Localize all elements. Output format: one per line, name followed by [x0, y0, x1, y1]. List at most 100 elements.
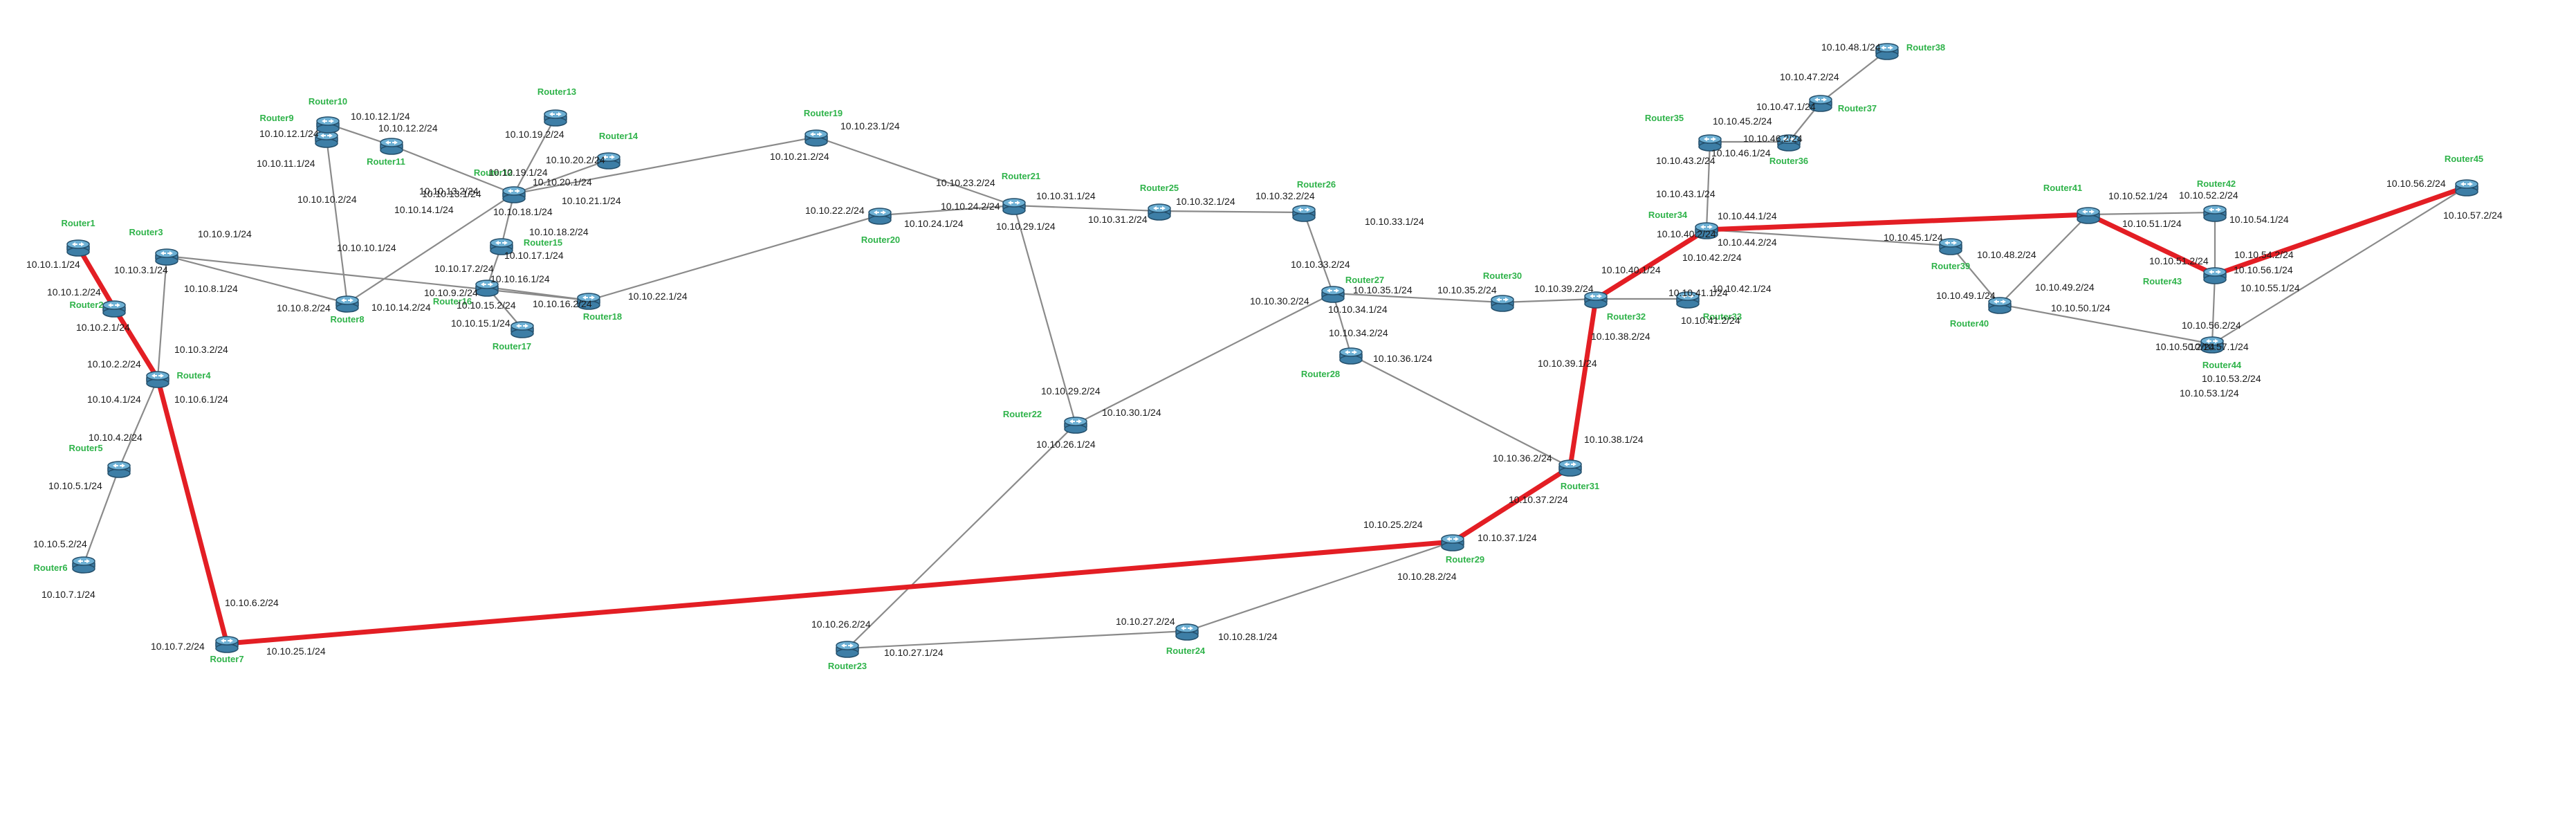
network-link-router21-router25 [1013, 204, 1160, 212]
router-name-label: Router20 [861, 235, 900, 245]
network-link-router5-router6 [82, 468, 120, 565]
router-node-router1[interactable]: Router1 [61, 218, 95, 257]
network-link-router40-router44 [1999, 303, 2213, 345]
network-link-router16-router18 [486, 286, 589, 302]
router-name-label: Router36 [1769, 156, 1808, 166]
router-node-router15[interactable]: Router15 [490, 237, 562, 255]
router-icon [1939, 238, 1962, 255]
router-node-router42[interactable]: Router42 [2197, 179, 2236, 222]
router-node-router28[interactable]: Router28 [1301, 347, 1363, 379]
interface-ip-label: 10.10.29.2/24 [1041, 385, 1101, 396]
router-node-router30[interactable]: Router30 [1483, 271, 1522, 312]
interface-ip-label: 10.10.10.1/24 [337, 242, 396, 253]
router-node-router17[interactable]: Router17 [493, 321, 534, 351]
router-node-router37[interactable]: Router37 [1809, 95, 1877, 113]
router-node-router6[interactable]: Router6 [33, 556, 95, 574]
router-node-router41[interactable]: Router41 [2043, 183, 2100, 224]
router-node-router21[interactable]: Router21 [1002, 171, 1040, 215]
interface-ip-label: 10.10.54.2/24 [2234, 249, 2294, 260]
router-name-label: Router2 [69, 300, 103, 310]
interface-ip-label: 10.10.28.2/24 [1397, 571, 1457, 582]
router-icon [1441, 534, 1464, 551]
network-link-router12-router13 [513, 116, 556, 194]
network-link-router27-router30 [1332, 292, 1503, 304]
highlighted-path-link-router7-router29 [226, 539, 1453, 646]
router-node-router8[interactable]: Router8 [330, 295, 365, 325]
network-link-router22-router23 [847, 423, 1076, 649]
router-node-router22[interactable]: Router22 [1003, 409, 1087, 434]
interface-ip-label: 10.10.33.2/24 [1291, 259, 1350, 270]
interface-ip-label: 10.10.41.1/24 [1668, 287, 1728, 298]
network-link-router12-router14 [513, 158, 609, 195]
router-node-router36[interactable]: Router36 [1769, 134, 1808, 166]
router-node-router45[interactable]: Router45 [2445, 154, 2483, 197]
network-link-router3-router4 [156, 255, 168, 379]
router-node-router16[interactable]: Router16 [433, 280, 499, 307]
interface-ip-label: 10.10.43.1/24 [1656, 188, 1715, 199]
router-name-label: Router6 [33, 563, 67, 573]
router-node-router5[interactable]: Router5 [68, 443, 131, 478]
router-node-router32[interactable]: Router32 [1584, 291, 1646, 322]
interface-ip-label: 10.10.14.1/24 [394, 204, 454, 215]
router-icon [1002, 198, 1026, 215]
router-node-router10[interactable]: Router10 [309, 96, 347, 134]
network-link-router30-router32 [1502, 298, 1597, 304]
interface-ip-label: 10.10.26.2/24 [811, 619, 871, 630]
interface-ip-label: 10.10.8.1/24 [184, 283, 238, 294]
router-icon [155, 248, 178, 266]
router-node-router20[interactable]: Router20 [861, 208, 900, 245]
router-node-router27[interactable]: Router27 [1321, 275, 1384, 303]
router-node-router44[interactable]: Router44 [2200, 336, 2242, 370]
router-node-router3[interactable]: Router3 [129, 227, 178, 266]
network-link-router37-router38 [1820, 50, 1888, 103]
router-node-router31[interactable]: Router31 [1558, 459, 1599, 491]
router-node-router40[interactable]: Router40 [1950, 297, 2012, 329]
router-node-router13[interactable]: Router13 [537, 86, 576, 127]
router-name-label: Router13 [537, 86, 576, 97]
router-node-router39[interactable]: Router39 [1931, 238, 1970, 271]
interface-ip-label: 10.10.32.2/24 [1255, 190, 1315, 201]
highlighted-path-link-router29-router31 [1451, 465, 1572, 544]
interface-ip-label: 10.10.20.1/24 [533, 176, 592, 188]
network-link-router12-router8 [347, 193, 515, 304]
router-node-router19[interactable]: Router19 [804, 108, 843, 147]
router-icon [1321, 286, 1345, 303]
interface-ip-label: 10.10.5.2/24 [33, 538, 87, 549]
network-link-router3-router18 [166, 255, 589, 302]
router-node-router18[interactable]: Router18 [577, 293, 622, 322]
interface-ip-label: 10.10.17.1/24 [504, 250, 564, 261]
router-icon [804, 129, 828, 147]
router-node-router43[interactable]: Router43 [2143, 267, 2227, 286]
router-node-router9[interactable]: Router9 [259, 113, 338, 148]
interface-ip-label: 10.10.47.1/24 [1756, 101, 1816, 112]
router-node-router38[interactable]: Router38 [1875, 42, 1945, 60]
interface-ip-label: 10.10.42.1/24 [1712, 283, 1772, 294]
router-node-router4[interactable]: Router4 [146, 370, 211, 388]
router-name-label: Router7 [210, 654, 243, 664]
router-node-router14[interactable]: Router14 [597, 131, 638, 170]
router-name-label: Router31 [1561, 481, 1599, 491]
router-node-router24[interactable]: Router24 [1166, 623, 1206, 656]
router-node-router33[interactable]: Router33 [1676, 291, 1742, 322]
interface-ip-label: 10.10.10.2/24 [297, 194, 357, 205]
router-node-router23[interactable]: Router23 [828, 641, 867, 671]
router-name-label: Router35 [1645, 113, 1684, 123]
router-icon [2455, 179, 2478, 197]
router-node-router29[interactable]: Router29 [1441, 534, 1484, 565]
router-node-router35[interactable]: Router35 [1645, 113, 1722, 152]
router-icon [1175, 623, 1199, 641]
router-name-label: Router42 [2197, 179, 2236, 189]
router-node-router12[interactable]: Router12 [474, 167, 526, 203]
network-link-router34-router39 [1706, 228, 1951, 247]
router-node-router7[interactable]: Router7 [210, 636, 244, 664]
router-node-router26[interactable]: Router26 [1292, 179, 1336, 222]
router-node-router25[interactable]: Router25 [1140, 183, 1179, 221]
router-node-router11[interactable]: Router11 [367, 138, 405, 167]
network-link-router20-router21 [879, 204, 1015, 217]
router-node-router2[interactable]: Router2 [69, 300, 126, 318]
router-name-label: Router43 [2143, 276, 2182, 286]
router-node-router34[interactable]: Router34 [1648, 210, 1718, 239]
routers-layer: Router1Router2Router3Router4Router5Route… [33, 42, 2483, 671]
network-link-router44-router45 [2211, 186, 2467, 345]
router-icon [1148, 203, 1171, 221]
